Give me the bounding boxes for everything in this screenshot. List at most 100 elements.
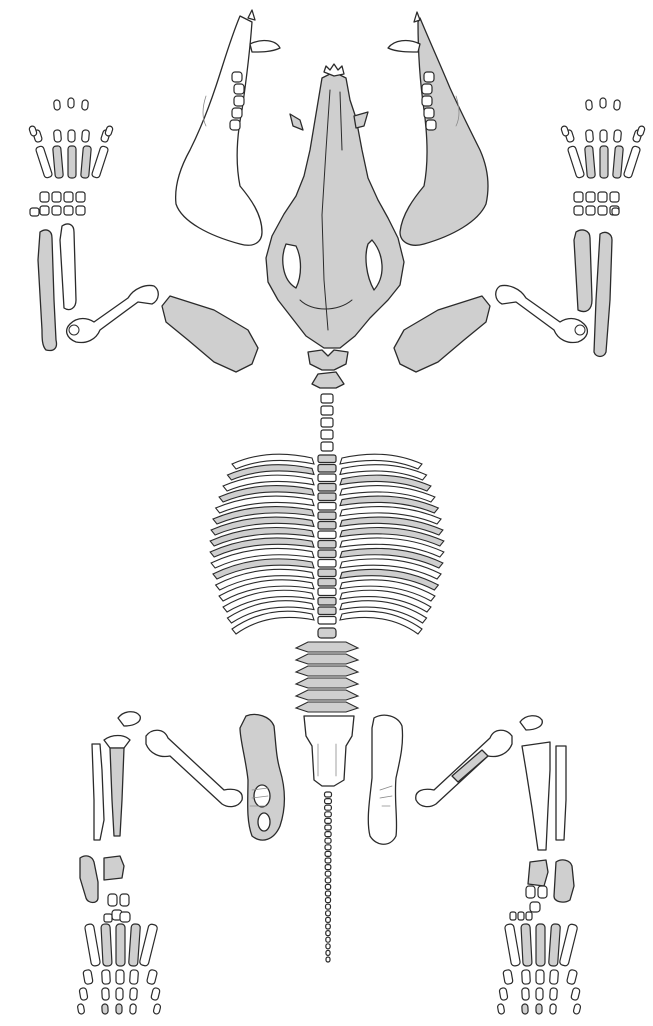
right-tarsal (526, 886, 535, 898)
caudal-vertebra (326, 931, 330, 936)
thoracic-vertebra (318, 531, 336, 539)
left-tibia (110, 748, 124, 836)
thoracic-vertebra (318, 522, 336, 530)
left-phalanx (130, 988, 138, 1000)
right-phalanx (499, 987, 508, 1000)
left-phalanx (54, 100, 61, 110)
right-calcaneus (554, 860, 574, 902)
thoracic-vertebra (318, 628, 336, 638)
right-carpal (586, 206, 595, 215)
cervical-vertebra (321, 418, 333, 427)
right-ribs (340, 454, 444, 634)
left-ribs (210, 454, 314, 634)
left-ulna (38, 230, 57, 351)
cervical-vertebra (321, 430, 333, 439)
left-carpals (30, 192, 85, 216)
left-carpal (76, 192, 85, 202)
caudal-vertebra (326, 917, 331, 922)
left-molar (230, 120, 240, 130)
right-carpal (598, 206, 607, 215)
skull (266, 64, 404, 348)
right-innominate (368, 715, 402, 844)
right-pelvis (368, 715, 402, 844)
right-phalanx (573, 1003, 581, 1014)
lumbar-vertebra (296, 666, 358, 676)
left-phalanx (102, 1004, 109, 1014)
right-molar (422, 84, 432, 94)
right-zygomatic (354, 112, 368, 128)
thoracic-vertebra (318, 493, 336, 501)
right-fibula (556, 746, 566, 840)
right-phalanx (522, 970, 531, 984)
cranium (266, 72, 404, 348)
caudal-vertebra (326, 957, 330, 962)
left-forelimb (38, 224, 258, 372)
left-calcaneus (80, 856, 98, 903)
right-ulna (594, 232, 612, 356)
left-phalanx (130, 970, 139, 985)
left-radius (60, 224, 76, 310)
right-tarsal (538, 886, 547, 898)
thoracic-vertebra (318, 588, 336, 596)
left-hindlimb (80, 712, 242, 903)
left-phalanx (82, 100, 89, 110)
left-forefoot (29, 98, 114, 178)
thoracic-vertebra (318, 579, 336, 587)
left-phalanx (68, 98, 74, 108)
left-phalanx (151, 987, 161, 1000)
right-phalanx (522, 988, 530, 1000)
left-phalanx (81, 130, 89, 143)
left-carpal (64, 206, 73, 215)
left-carpal (40, 206, 49, 215)
left-phalanx (116, 1004, 122, 1014)
right-hindfoot (497, 924, 581, 1015)
caudal-vertebra (326, 950, 330, 955)
left-pelvis (240, 714, 285, 840)
left-metacarpal (91, 146, 108, 179)
left-astragalus (104, 856, 124, 880)
thoracic-vertebra (318, 598, 336, 606)
right-phalanx (600, 130, 607, 142)
right-carpal (574, 192, 583, 202)
right-molar (424, 108, 434, 118)
right-metacarpal (613, 146, 624, 179)
right-carpal (586, 192, 595, 202)
left-tarsal (120, 912, 130, 922)
right-phalanx (503, 969, 513, 984)
right-scapula (394, 296, 490, 372)
caudal-vertebra (325, 884, 330, 889)
left-carpal (40, 192, 49, 202)
left-metatarsal (84, 924, 100, 967)
right-carpal (574, 206, 583, 215)
left-zygomatic (290, 114, 303, 130)
left-phalanx (102, 988, 110, 1000)
right-phalanx (566, 969, 577, 985)
lumbar-vertebra (296, 678, 358, 688)
left-metacarpal (35, 146, 52, 179)
atlas (308, 350, 348, 370)
left-phalanx (153, 1003, 161, 1014)
thoracic-vertebra (318, 560, 336, 568)
cervical-vertebra (321, 406, 333, 415)
left-canine (250, 41, 280, 52)
right-tarsals (510, 886, 547, 920)
right-phalanx (522, 1004, 529, 1014)
right-phalanx (536, 988, 543, 1000)
vertebral-column (318, 394, 336, 638)
caudal-vertebra (326, 904, 331, 909)
right-phalanx (586, 100, 593, 110)
thoracic-vertebra (318, 512, 336, 520)
left-mandible (176, 10, 280, 245)
caudal-vertebra (325, 818, 332, 823)
thoracic-vertebra (318, 455, 336, 463)
left-metacarpal (68, 146, 76, 178)
left-mandible-body (176, 16, 262, 245)
tail-vertebrae (325, 792, 332, 962)
left-patella (118, 712, 140, 726)
left-phalanx (102, 970, 111, 984)
right-metatarsal (536, 924, 545, 966)
right-phalanx (585, 130, 593, 143)
right-phalanx (550, 988, 558, 1000)
lumbar-vertebra (296, 642, 358, 652)
